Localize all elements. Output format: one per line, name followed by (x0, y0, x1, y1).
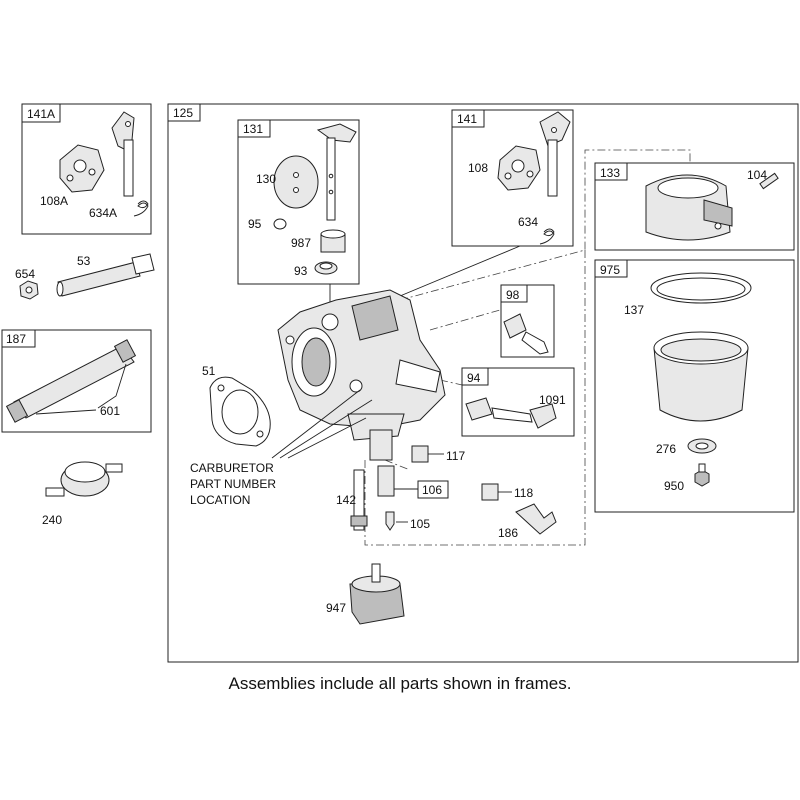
part-label-108: 108 (468, 161, 488, 175)
throttle-shaft-141-drawing (539, 111, 571, 197)
carburetor-callout: CARBURETOR PART NUMBER LOCATION (190, 389, 373, 507)
frame-106 (417, 480, 449, 499)
frame-131: 131 130 95 987 93 (237, 119, 360, 310)
leader-601 (35, 363, 127, 415)
part-label-654: 654 (15, 267, 35, 281)
fitting-1091-drawing (529, 403, 557, 429)
screw-95-drawing (273, 218, 287, 230)
part-label-117: 117 (446, 449, 465, 463)
pin-104-drawing (759, 172, 779, 190)
spring-634-drawing (539, 228, 555, 245)
footer-note: Assemblies include all parts shown in fr… (228, 674, 572, 693)
solenoid-947-drawing: 947 (326, 563, 405, 625)
frame-141a: 141A 108A 634A (21, 103, 152, 235)
float-bowl-drawing (653, 331, 749, 422)
frame-label-141: 141 (457, 112, 477, 126)
leader-141-shaft (399, 245, 521, 297)
nut-117-drawing: 117 (411, 445, 465, 463)
frame-label-133: 133 (600, 166, 620, 180)
part-label-240: 240 (42, 513, 62, 527)
callout-line-3: LOCATION (190, 493, 250, 507)
frame-125: 125 (167, 103, 799, 663)
part-label-130: 130 (256, 172, 276, 186)
tube-142-drawing: 142 (336, 469, 368, 531)
carburetor-body-drawing (277, 289, 446, 461)
callout-line-2: PART NUMBER (190, 477, 276, 491)
shaft-141a-drawing (111, 111, 135, 197)
callout-line-1: CARBURETOR (190, 461, 274, 475)
part-label-108a: 108A (40, 194, 68, 208)
shaft-53-drawing (56, 253, 155, 297)
part-654-53-group: 654 53 (15, 253, 155, 300)
frame-141: 141 108 634 (399, 109, 574, 297)
part-label-634: 634 (518, 215, 538, 229)
frame-label-975: 975 (600, 263, 620, 277)
part-label-947: 947 (326, 601, 346, 615)
part-label-1091: 1091 (539, 393, 566, 407)
seal-93-drawing (314, 261, 338, 275)
part-label-118: 118 (514, 486, 533, 500)
frame-label-94: 94 (467, 371, 481, 385)
part-label-93: 93 (294, 264, 308, 278)
fuel-line-drawing (5, 339, 137, 423)
assembly-lines (364, 149, 691, 546)
part-label-634a: 634A (89, 206, 117, 220)
frame-label-141a: 141A (27, 107, 55, 121)
frame-133: 133 104 (594, 162, 795, 251)
frame-label-98: 98 (506, 288, 520, 302)
frame-187: 187 601 (1, 329, 152, 433)
part-label-601: 601 (100, 404, 120, 418)
screw-98-drawing (521, 331, 549, 355)
needle-105-drawing: 105 (385, 511, 430, 531)
gasket-51-drawing: 51 (202, 364, 271, 447)
fuel-filter-240: 240 (42, 461, 123, 527)
choke-plate-drawing (273, 155, 319, 209)
bushing-987-drawing (320, 229, 346, 253)
frame-label-106: 106 (422, 483, 442, 497)
part-label-142: 142 (336, 493, 356, 507)
frame-label-131: 131 (243, 122, 263, 136)
part-label-186: 186 (498, 526, 518, 540)
spring-94-drawing (465, 397, 493, 421)
part-label-987: 987 (291, 236, 311, 250)
frame-98: 98 (500, 284, 555, 358)
part-label-53: 53 (77, 254, 91, 268)
part-label-276: 276 (656, 442, 676, 456)
plate-108-drawing (497, 145, 541, 191)
plate-108a-drawing (59, 144, 105, 193)
jet-106-drawing: 106 (377, 465, 449, 499)
nut-118-drawing: 118 (481, 483, 533, 501)
float-drawing (645, 174, 733, 241)
frame-label-187: 187 (6, 332, 26, 346)
part-label-95: 95 (248, 217, 262, 231)
spring-98-drawing (503, 313, 527, 339)
washer-276-drawing (687, 438, 717, 454)
elbow-186-drawing: 186 (498, 503, 557, 540)
part-label-104: 104 (747, 168, 767, 182)
spring-634a-drawing (133, 200, 149, 217)
part-label-137: 137 (624, 303, 644, 317)
choke-shaft-drawing (316, 123, 357, 221)
part-label-51: 51 (202, 364, 216, 378)
frame-label-125: 125 (173, 106, 193, 120)
part-label-105: 105 (410, 517, 430, 531)
lower-parts: 117 106 142 105 118 186 (326, 445, 557, 625)
bolt-950-drawing (694, 463, 710, 487)
frame-94: 94 1091 (461, 367, 575, 437)
part-label-950: 950 (664, 479, 684, 493)
frame-975: 975 137 276 950 (594, 259, 795, 513)
needle-94-drawing (491, 407, 533, 423)
